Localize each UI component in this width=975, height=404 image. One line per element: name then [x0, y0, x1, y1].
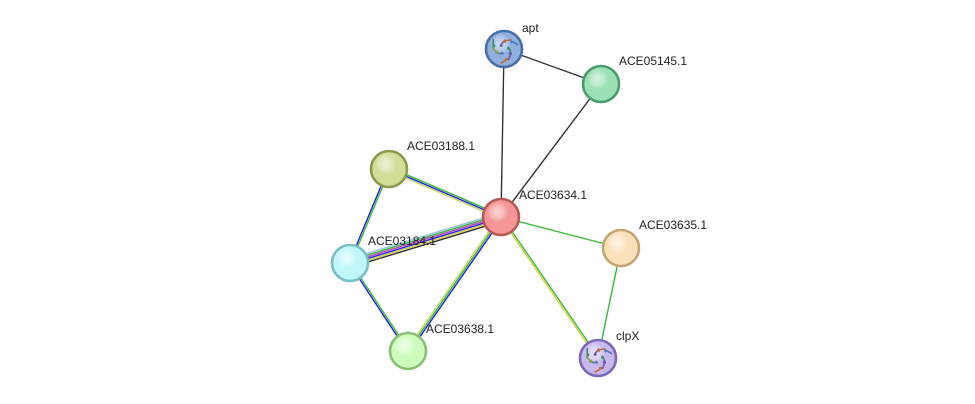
node-ace05145-1[interactable]: ACE05145.1 [581, 54, 687, 104]
edge-strand [388, 168, 502, 218]
node-clpx[interactable]: clpX [578, 329, 639, 378]
protein-structure-icon [585, 347, 613, 373]
edge-strand [500, 83, 602, 218]
edge-strand [348, 213, 501, 262]
edge-strand [499, 216, 598, 360]
edge-strand [387, 169, 502, 220]
edge-strand [501, 215, 600, 359]
edge-strand [407, 216, 502, 352]
protein-structure-icon [491, 38, 519, 64]
node-shading [372, 152, 406, 186]
node-shading [584, 67, 618, 101]
node-label: ACE03188.1 [407, 139, 475, 153]
edges-layer [348, 48, 622, 360]
edge-strand [349, 215, 502, 263]
node-label: ACE03638.1 [426, 322, 494, 336]
edge-ACE03184.1-ACE03634.1[interactable] [348, 212, 503, 268]
edge-strand [349, 217, 502, 265]
edge-strand [408, 217, 504, 353]
node-apt[interactable]: apt [484, 21, 539, 69]
edge-strand [348, 212, 501, 260]
edge-strand [350, 218, 503, 267]
node-ace03188-1[interactable]: ACE03188.1 [369, 139, 475, 189]
node-shading [333, 246, 367, 280]
node-shading [391, 334, 425, 368]
edge-strand [350, 220, 503, 268]
node-label: apt [522, 21, 539, 35]
node-label: ACE03184.1 [368, 234, 436, 248]
edge-ACE03634.1-ACE03635.1[interactable] [500, 216, 622, 249]
edge-ACE03188.1-ACE03634.1[interactable] [387, 166, 503, 220]
edge-ACE03634.1-clpX[interactable] [499, 215, 600, 360]
node-ace03635-1[interactable]: ACE03635.1 [601, 218, 707, 268]
edge-ACE05145.1-ACE03634.1[interactable] [500, 83, 602, 218]
node-label: ACE05145.1 [619, 54, 687, 68]
node-label: ACE03634.1 [519, 188, 587, 202]
node-ace03638-1[interactable]: ACE03638.1 [388, 322, 494, 371]
nodes-layer: aptACE05145.1ACE03188.1ACE03634.1ACE0318… [330, 21, 707, 378]
edge-strand [405, 215, 501, 351]
edge-strand [388, 166, 503, 217]
node-ace03634-1[interactable]: ACE03634.1 [481, 188, 587, 237]
node-shading [604, 231, 638, 265]
node-label: ACE03635.1 [639, 218, 707, 232]
node-label: clpX [616, 329, 639, 343]
edge-apt-ACE03634.1[interactable] [500, 48, 505, 218]
edge-ACE03638.1-ACE03634.1[interactable] [405, 215, 504, 353]
edge-strand [500, 216, 622, 249]
node-ace03184-1[interactable]: ACE03184.1 [330, 234, 436, 283]
node-shading [484, 200, 518, 234]
edge-strand [500, 48, 505, 218]
